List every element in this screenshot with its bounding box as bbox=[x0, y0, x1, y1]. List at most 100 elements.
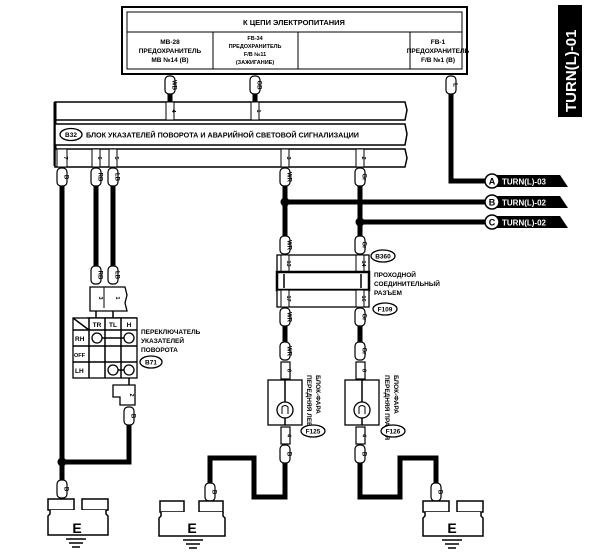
lamp-name: ПЕРЕДНЯЯ ПРАВАЯ bbox=[383, 375, 390, 440]
fuse-fb1-label: F/B №1 (B) bbox=[421, 57, 455, 64]
reference-letter: A bbox=[489, 177, 496, 187]
wire-label-gb: GB bbox=[256, 81, 262, 91]
switch-column-label: TL bbox=[109, 322, 117, 329]
lamp-id: F126 bbox=[386, 429, 401, 436]
power-box-title: К ЦЕПИ ЭЛЕКТРОПИТАНИЯ bbox=[243, 18, 345, 27]
switch-name: ПОВОРОТА bbox=[141, 347, 178, 354]
wire-label: WR bbox=[286, 240, 292, 251]
switch-row-label: RH bbox=[75, 336, 85, 343]
bulb-icon bbox=[353, 401, 371, 419]
joint-connector: WR Gr 13 14 17 16 B360 ПРОХОДНОЙ СОЕДИНИ… bbox=[275, 235, 440, 342]
wire-label: WR bbox=[286, 312, 292, 323]
wire-label: B bbox=[361, 452, 367, 457]
page-tag-text: TURN(L)-01 bbox=[563, 30, 580, 113]
pin-label: 6 bbox=[96, 156, 102, 159]
pin-label: 17 bbox=[285, 295, 291, 301]
pin-label: 4 bbox=[361, 434, 367, 438]
ground-icon bbox=[183, 539, 203, 549]
lamp-id: F125 bbox=[306, 429, 321, 436]
pin-label: 3 bbox=[285, 156, 291, 159]
fuse-fb34-label: ПРЕДОХРАНИТЕЛЬ bbox=[229, 44, 282, 50]
pin-label: 13 bbox=[285, 260, 291, 266]
reference-target: TURN(L)-02 bbox=[502, 199, 547, 208]
connector-name: ПРОХОДНОЙ bbox=[374, 270, 416, 279]
fuse-fb34-label: FB-34 bbox=[247, 36, 263, 42]
ground-3: B E bbox=[422, 482, 484, 549]
lamp-name: ПЕРЕДНЯЯ ЛЕВАЯ bbox=[305, 375, 312, 436]
page-tag: TURN(L)-01 bbox=[558, 5, 582, 117]
switch-name: ПЕРЕКЛЮЧАТЕЛЬ bbox=[141, 329, 201, 336]
ground-label: E bbox=[72, 520, 81, 536]
wire-label: RB bbox=[97, 173, 103, 182]
wire-label: B bbox=[130, 414, 136, 419]
fuse-mb28-label: MB №14 (B) bbox=[151, 57, 188, 64]
wire-label: Gr bbox=[361, 241, 367, 249]
switch-name: УКАЗАТЕЛЕЙ bbox=[141, 336, 184, 345]
switch-column-label: TR bbox=[93, 322, 102, 329]
flasher-unit-name: БЛОК УКАЗАТЕЛЕЙ ПОВОРОТА И АВАРИЙНОЙ СВЕ… bbox=[86, 131, 359, 140]
reference-c[interactable]: C TURN(L)-02 bbox=[484, 214, 568, 230]
headlamp-right-f126: Gr 8 ПЕРЕДНЯЯ ПРАВАЯ БЛОК-ФАРА F126 4 B bbox=[344, 341, 439, 500]
pin-label: 2 bbox=[360, 156, 366, 159]
ground-icon bbox=[442, 539, 462, 549]
pin-label: 1 bbox=[114, 296, 120, 299]
pin-label: 5 bbox=[113, 156, 119, 159]
pin-label: 7 bbox=[62, 156, 68, 159]
b32-output-wires: B RB LB WR Gr bbox=[56, 167, 490, 480]
reference-target: TURN(L)-03 bbox=[502, 178, 547, 187]
fuse-fb1-label: ПРЕДОХРАНИТЕЛЬ bbox=[407, 48, 470, 55]
switch-column-label: H bbox=[127, 322, 132, 329]
wire-label-l: L bbox=[452, 83, 458, 87]
b32-bottom-pins: 7 6 5 3 2 bbox=[56, 148, 366, 168]
wire-label: LB bbox=[114, 271, 120, 280]
power-supply-box: К ЦЕПИ ЭЛЕКТРОПИТАНИЯ MB-28 ПРЕДОХРАНИТЕ… bbox=[121, 6, 470, 75]
connector-id: F109 bbox=[378, 307, 393, 314]
reference-letter: B bbox=[489, 198, 496, 208]
fuse-fb34-label: (ЗАЖИГАНИЕ) bbox=[236, 60, 275, 66]
wire-label: B bbox=[437, 490, 443, 495]
lamp-name: БЛОК-ФАРА bbox=[392, 375, 399, 414]
ground-label: E bbox=[447, 520, 456, 536]
fuse-mb28-label: ПРЕДОХРАНИТЕЛЬ bbox=[139, 48, 202, 55]
wire-label: Gr bbox=[361, 347, 367, 355]
wire-label: Gr bbox=[361, 173, 367, 181]
reference-target: TURN(L)-02 bbox=[502, 219, 547, 228]
reference-b[interactable]: B TURN(L)-02 bbox=[484, 194, 568, 210]
ground-2: B E bbox=[158, 482, 226, 549]
pin-label: 16 bbox=[360, 295, 366, 301]
connector-id: B360 bbox=[375, 254, 391, 261]
wire-label: B bbox=[211, 490, 217, 495]
pin-label: 14 bbox=[360, 260, 366, 267]
wire-label: RB bbox=[97, 271, 103, 280]
reference-a[interactable]: A TURN(L)-03 bbox=[484, 173, 568, 189]
fuse-mb28-label: MB-28 bbox=[160, 39, 180, 46]
connector-name: СОЕДИНИТЕЛЬНЫЙ bbox=[374, 279, 440, 288]
reference-flags: A TURN(L)-03 B TURN(L)-02 C TURN(L)-02 bbox=[484, 173, 568, 230]
fuse-fb34-label: F/B №11 bbox=[244, 52, 266, 58]
wire-label: Gr bbox=[361, 313, 367, 321]
wire-label: WR bbox=[286, 172, 292, 183]
ground-1: B E bbox=[47, 479, 109, 548]
wire-label: WR bbox=[286, 346, 292, 357]
pin-label: 2 bbox=[128, 393, 134, 396]
flasher-unit-id: B32 bbox=[65, 132, 77, 139]
switch-row-label: LH bbox=[75, 368, 84, 375]
wire-label: B bbox=[286, 452, 292, 457]
wire-label: LB bbox=[114, 173, 120, 182]
fuse-fb1-label: FB-1 bbox=[431, 39, 446, 46]
flasher-unit-b32: 4 1 B32 БЛОК УКАЗАТЕЛЕЙ ПОВОРОТА И АВАРИ… bbox=[53, 101, 408, 168]
pin-label: 8 bbox=[361, 369, 367, 372]
turn-signal-switch-b71: RB LB 3 1 TR TL H RH OFF LH ПЕРЕКЛЮЧАТЕЛ… bbox=[57, 265, 201, 467]
wire-label: B bbox=[63, 487, 69, 492]
lamp-name: БЛОК-ФАРА bbox=[314, 375, 321, 414]
pin-label: 3 bbox=[97, 296, 103, 299]
switch-id: B71 bbox=[145, 360, 157, 367]
bulb-icon bbox=[276, 401, 294, 419]
switch-row-label: OFF bbox=[74, 353, 86, 359]
pin-label: 8 bbox=[286, 369, 292, 372]
reference-letter: C bbox=[489, 218, 496, 228]
ground-icon bbox=[66, 538, 86, 548]
pin-label: 1 bbox=[255, 109, 261, 112]
wire-label: B bbox=[63, 175, 69, 180]
